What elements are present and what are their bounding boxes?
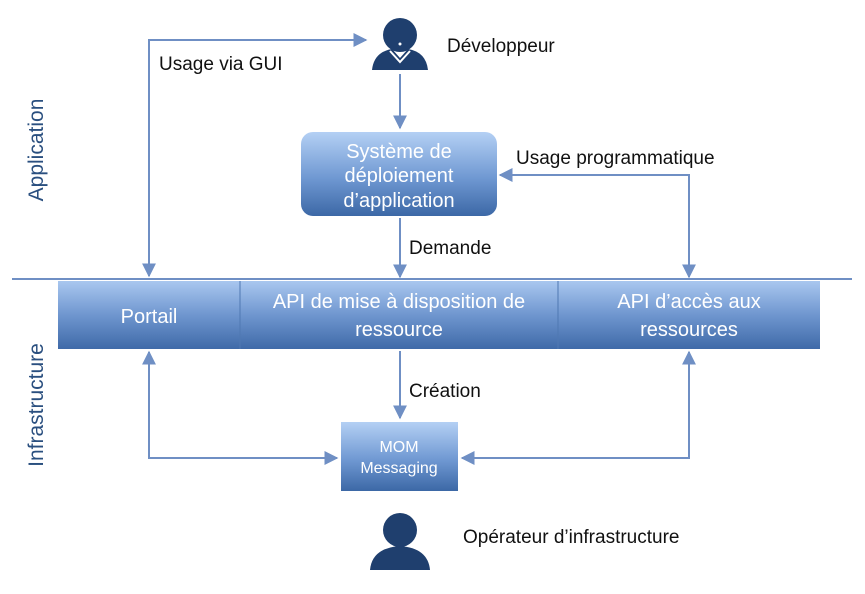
- arrow-access-mom: [460, 350, 696, 465]
- edge-label-request: Demande: [409, 238, 491, 259]
- deployment-system-line-2: déploiement: [345, 165, 454, 187]
- operator-icon: [370, 513, 430, 570]
- layer-label-application: Application: [25, 99, 48, 202]
- edge-label-programmatic-usage: Usage programmatique: [516, 148, 715, 169]
- infrastructure-bar: Portail API de mise à disposition de res…: [58, 281, 820, 349]
- portal-label: Portail: [121, 306, 178, 328]
- operator-label: Opérateur d’infrastructure: [463, 527, 680, 548]
- deployment-system-line-1: Système de: [346, 141, 452, 163]
- arrow-gui-usage: [142, 33, 368, 278]
- access-api-line-1: API d’accès aux: [617, 291, 760, 313]
- deployment-system-line-3: d’application: [343, 190, 454, 212]
- arrow-programmatic-usage: [498, 168, 696, 279]
- access-api-line-2: ressources: [640, 319, 738, 341]
- deployment-system-box: Système de déploiement d’application: [301, 132, 497, 216]
- provisioning-api-line-1: API de mise à disposition de: [273, 291, 525, 313]
- mom-box: MOM Messaging: [341, 422, 458, 491]
- mom-line-1: MOM: [379, 439, 418, 456]
- edge-label-gui-usage: Usage via GUI: [159, 54, 283, 75]
- mom-line-2: Messaging: [360, 460, 437, 477]
- layer-label-infrastructure: Infrastructure: [25, 343, 48, 467]
- developer-label: Développeur: [447, 36, 555, 57]
- provisioning-api-line-2: ressource: [355, 319, 443, 341]
- arrow-portal-mom: [142, 350, 339, 465]
- edge-label-creation: Création: [409, 381, 481, 402]
- developer-icon: [372, 18, 428, 70]
